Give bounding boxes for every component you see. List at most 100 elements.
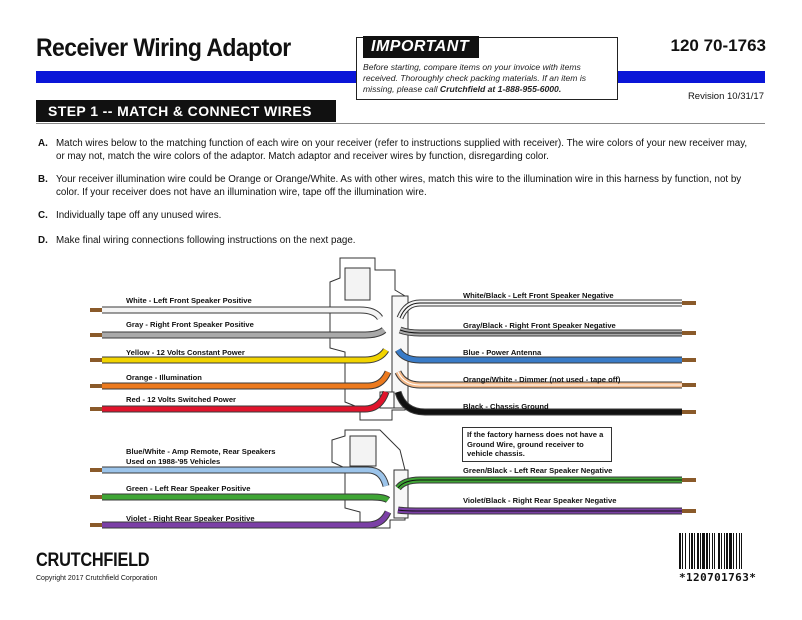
instruction-text: Make final wiring connections following … [56,235,356,246]
wire-right-5-stripe [397,479,682,489]
header-bar-right [610,71,765,83]
instruction-d: D. Make final wiring connections followin… [38,235,758,248]
barcode-bar [724,533,725,569]
wire-tip-right-6 [682,509,696,513]
barcode-bar [736,533,737,569]
barcode-bar [733,533,734,569]
important-phone: Crutchfield at 1-888-955-6000. [439,84,562,94]
wire-right-2 [395,348,682,363]
wire-left-4 [102,391,389,412]
wire-right-4 [395,391,682,415]
barcode-bar [691,533,693,569]
lower-connector-housing [331,429,409,529]
barcode-bar [682,533,683,569]
step-divider [36,123,765,124]
wire-label-yellow: Yellow - 12 Volts Constant Power [126,348,245,357]
wire-tip-left-0 [90,308,104,312]
copyright: Copyright 2017 Crutchfield Corporation [36,575,158,582]
instruction-letter: D. [38,235,48,246]
wire-right-6-stripe [397,509,682,512]
wire-left-3 [102,370,391,389]
wire-left-7 [102,510,391,528]
wire-label-orange-white: Orange/White - Dimmer (not used - tape o… [463,375,621,384]
wire-tip-left-4 [90,407,104,411]
page-title: Receiver Wiring Adaptor [36,34,291,62]
wire-right-0-stripe [399,302,682,319]
wire-left-6 [102,494,390,503]
barcode-bar [729,533,732,569]
wire-label-white-black: White/Black - Left Front Speaker Negativ… [463,291,614,300]
instruction-b: B. Your receiver illumination wire could … [38,174,758,199]
barcode-bar [714,533,715,569]
wire-tip-right-1 [682,331,696,335]
instruction-text: Match wires below to the matching functi… [56,138,748,162]
barcode-bar [694,533,695,569]
wire-right-5 [396,477,682,490]
barcode-bar [706,533,708,569]
instruction-a: A. Match wires below to the matching func… [38,138,758,163]
wire-label-blue: Blue - Power Antenna [463,348,542,357]
wire-label-green-black: Green/Black - Left Rear Speaker Negative [463,466,613,475]
wire-tip-left-1 [90,333,104,337]
wire-tip-right-2 [682,358,696,362]
wire-label-orange: Orange - Illumination [126,373,202,382]
wire-left-5 [102,467,389,487]
barcode-bar [700,533,701,569]
wire-label-green: Green - Left Rear Speaker Positive [126,484,251,493]
important-text-body: Before starting, compare items on your i… [363,62,587,94]
wire-tip-left-7 [90,523,104,527]
barcode-bar [712,533,713,569]
barcode [679,533,742,569]
wire-right-0 [397,300,682,320]
important-text: Before starting, compare items on your i… [363,62,615,95]
barcode-bar [689,533,690,569]
instruction-letter: B. [38,174,48,185]
wire-label-blue-white-sub: Used on 1988-'95 Vehicles [126,457,221,466]
important-tag: IMPORTANT [363,36,480,58]
wire-label-gray-black: Gray/Black - Right Front Speaker Negativ… [463,321,616,330]
instruction-text: Individually tape off any unused wires. [56,210,222,221]
barcode-bar [726,533,728,569]
wire-label-red: Red - 12 Volts Switched Power [126,395,236,404]
barcode-bar [679,533,681,569]
wire-tip-left-3 [90,384,104,388]
barcode-bar [741,533,742,569]
wire-tip-right-3 [682,383,696,387]
wire-left-2 [102,348,389,363]
wire-left-1 [102,327,386,338]
barcode-bar [721,533,722,569]
instruction-letter: A. [38,138,48,149]
wire-label-white: White - Left Front Speaker Positive [126,296,252,305]
important-notice: IMPORTANT Before starting, compare items… [356,36,618,100]
wire-label-blue-white: Blue/White - Amp Remote, Rear Speakers [126,447,276,456]
wire-tip-right-4 [682,410,696,414]
wire-label-black: Black - Chassis Ground [463,402,549,411]
barcode-bar [685,533,686,569]
wire-label-violet: Violet - Right Rear Speaker Positive [126,514,255,523]
wire-group [90,299,696,529]
instruction-c: C. Individually tape off any unused wires… [38,210,758,223]
barcode-text: *120701763* [679,571,757,584]
header-bar-left [36,71,356,83]
ground-note: If the factory harness does not have a G… [462,427,612,462]
wire-tip-left-5 [90,468,104,472]
barcode-bar [718,533,720,569]
wire-tip-right-5 [682,478,696,482]
step-heading: STEP 1 -- MATCH & CONNECT WIRES [36,100,336,122]
wire-tip-right-0 [682,301,696,305]
wire-left-0 [102,307,383,320]
barcode-bar [739,533,740,569]
wire-tip-left-2 [90,358,104,362]
barcode-bar [702,533,705,569]
barcode-bar [709,533,710,569]
crutchfield-logo: CRUTCHFIELD [36,550,150,571]
instruction-text: Your receiver illumination wire could be… [56,174,742,198]
wire-label-violet-black: Violet/Black - Right Rear Speaker Negati… [463,496,617,505]
revision-date: Revision 10/31/17 [687,91,764,102]
wire-right-3-stripe [397,371,682,386]
wire-right-1-stripe [399,329,682,334]
barcode-bar [697,533,699,569]
instruction-letter: C. [38,210,48,221]
wire-tip-left-6 [90,495,104,499]
